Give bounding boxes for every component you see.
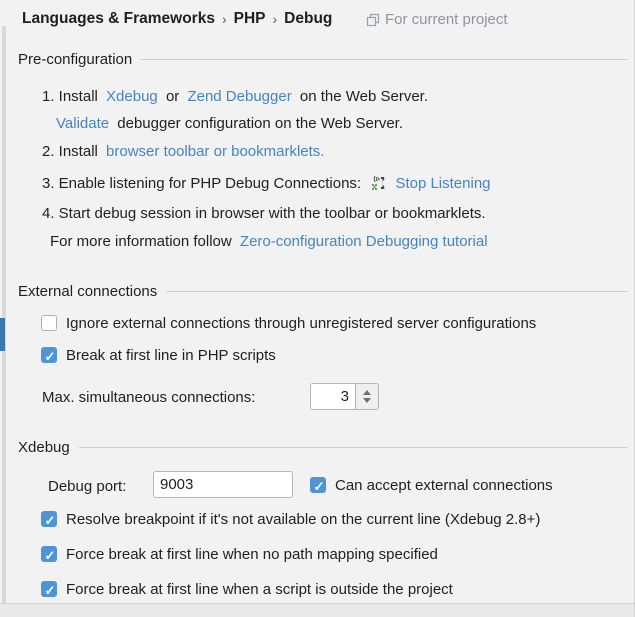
browser-toolbar-link[interactable]: browser toolbar or bookmarklets. — [106, 143, 325, 160]
force-break-outside-project-checkbox[interactable] — [41, 581, 57, 601]
break-first-line-row: Break at first line in PHP scripts — [41, 346, 276, 367]
nav-tree-selection-sliver — [0, 318, 5, 351]
group-title: External connections — [18, 283, 158, 300]
current-project-icon — [366, 13, 380, 27]
step-start-session: 4. Start debug session in browser with t… — [42, 204, 486, 224]
more-info: For more information follow Zero-configu… — [50, 232, 488, 252]
scope-indicator: For current project — [366, 10, 508, 30]
breadcrumb-languages-frameworks[interactable]: Languages & Frameworks — [22, 10, 215, 27]
checkbox-label[interactable]: Break at first line in PHP scripts — [66, 347, 276, 364]
max-connections-input[interactable] — [310, 383, 355, 410]
step-install-toolbar: 2. Install browser toolbar or bookmarkle… — [42, 142, 324, 162]
group-xdebug: Xdebug — [18, 439, 627, 456]
validate-suffix: debugger configuration on the Web Server… — [117, 115, 404, 132]
group-divider — [166, 291, 627, 292]
group-title: Xdebug — [18, 439, 70, 456]
scope-label: For current project — [385, 11, 508, 28]
checkbox-label[interactable]: Ignore external connections through unre… — [66, 315, 537, 332]
group-external-connections: External connections — [18, 283, 627, 300]
step-install-debugger: 1. Install Xdebug or Zend Debugger on th… — [42, 87, 428, 107]
max-connections-label: Max. simultaneous connections: — [42, 388, 255, 408]
breadcrumb-php[interactable]: PHP — [233, 10, 266, 27]
spinner-down-icon[interactable] — [363, 398, 371, 403]
breadcrumb-chevron-icon: › — [221, 11, 227, 27]
zero-configuration-tutorial-link[interactable]: Zero-configuration Debugging tutorial — [239, 233, 488, 250]
spinner-up-icon[interactable] — [363, 390, 371, 395]
debug-port-label: Debug port: — [48, 477, 126, 497]
validate-link[interactable]: Validate — [56, 115, 110, 132]
step-enable-listening: 3. Enable listening for PHP Debug Connec… — [42, 174, 491, 197]
xdebug-link[interactable]: Xdebug — [106, 88, 158, 105]
breadcrumb-debug: Debug — [284, 10, 333, 27]
spinner-arrows[interactable] — [355, 383, 379, 410]
group-divider — [141, 59, 627, 60]
step4-text: 4. Start debug session in browser with t… — [42, 205, 486, 222]
resolve-breakpoint-row: Resolve breakpoint if it's not available… — [41, 510, 541, 531]
breadcrumb: Languages & Frameworks › PHP › Debug — [22, 9, 332, 29]
group-title: Pre-configuration — [18, 51, 133, 68]
force-break-no-mapping-row: Force break at first line when no path m… — [41, 545, 438, 566]
group-divider — [78, 447, 627, 448]
breadcrumb-chevron-icon: › — [272, 11, 278, 27]
accept-external-checkbox[interactable] — [310, 477, 326, 497]
force-break-no-mapping-checkbox[interactable] — [41, 546, 57, 566]
debug-port-label-text: Debug port: — [48, 478, 127, 495]
ignore-external-connections-row: Ignore external connections through unre… — [41, 314, 536, 334]
panel-bottom-edge — [0, 603, 634, 617]
step1-prefix: 1. Install — [42, 88, 98, 105]
checkbox-label[interactable]: Force break at first line when a script … — [66, 581, 453, 598]
checkbox-label[interactable]: Force break at first line when no path m… — [66, 546, 438, 563]
max-connections-spinner — [310, 383, 379, 410]
accept-external-row: Can accept external connections — [310, 476, 553, 497]
step1-suffix: on the Web Server. — [299, 88, 429, 105]
step-validate: Validate debugger configuration on the W… — [56, 114, 403, 134]
resolve-breakpoint-checkbox[interactable] — [41, 511, 57, 531]
debug-port-input[interactable] — [153, 471, 293, 498]
stop-listening-link[interactable]: Stop Listening — [395, 175, 491, 192]
step2-prefix: 2. Install — [42, 143, 98, 160]
checkbox-label[interactable]: Resolve breakpoint if it's not available… — [66, 511, 541, 528]
zend-debugger-link[interactable]: Zend Debugger — [187, 88, 292, 105]
checkbox-label[interactable]: Can accept external connections — [335, 477, 553, 494]
listen-debug-connections-icon — [371, 175, 387, 197]
more-info-prefix: For more information follow — [50, 233, 232, 250]
force-break-outside-project-row: Force break at first line when a script … — [41, 580, 453, 601]
step3-prefix: 3. Enable listening for PHP Debug Connec… — [42, 175, 362, 192]
max-connections-label-text: Max. simultaneous connections: — [42, 389, 256, 406]
step1-mid: or — [165, 88, 180, 105]
break-first-line-checkbox[interactable] — [41, 347, 57, 367]
group-preconfiguration: Pre-configuration — [18, 51, 627, 68]
ignore-external-connections-checkbox[interactable] — [41, 315, 57, 331]
